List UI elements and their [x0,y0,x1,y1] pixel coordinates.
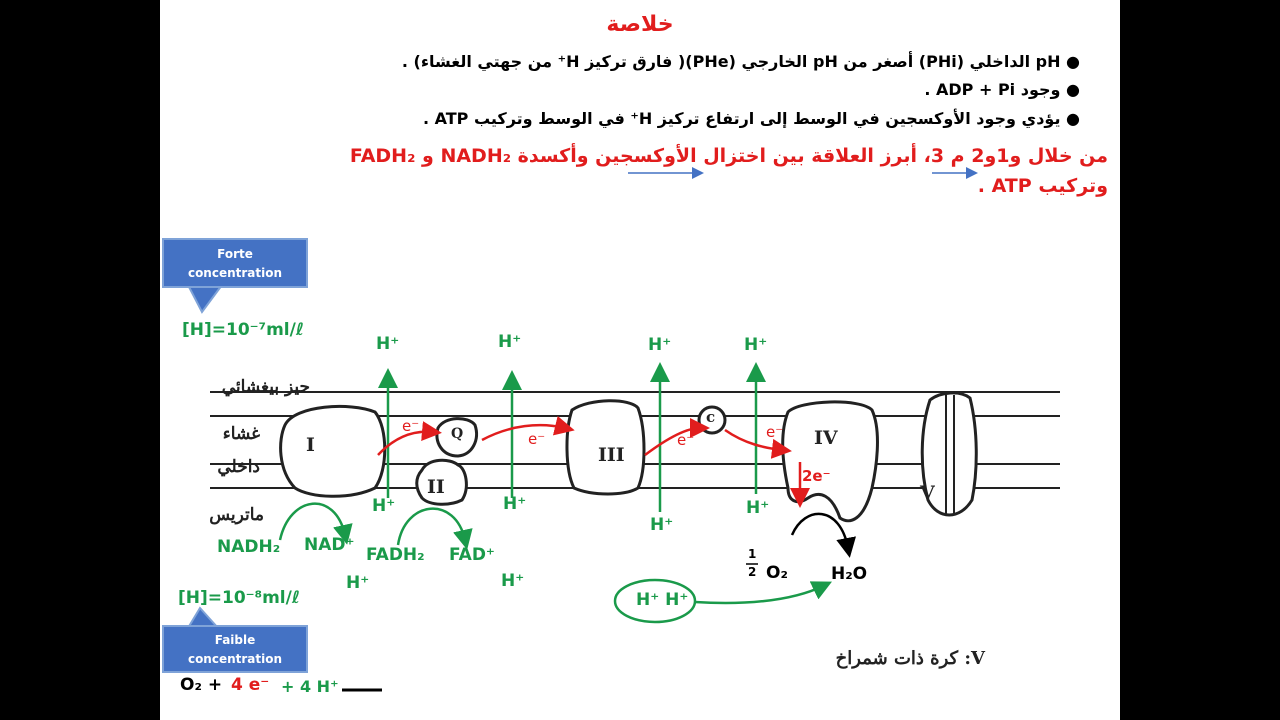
bullet-3: ● يؤدي وجود الأوكسجين في الوسط إلى ارتفا… [422,109,1080,128]
complex-5-caption: V: كرة ذات شمراخ [835,648,985,669]
strong-concentration-callout: Forte concentration [162,238,308,288]
complex-3-shape [565,399,646,496]
complex-5-shape [920,391,978,517]
complex-2-label: II [427,476,445,498]
h-plus-top-2: H⁺ [498,332,522,352]
h-plus-top-4: H⁺ [744,335,768,355]
oxygen-label: O₂ [766,563,788,583]
complex-4-shape [781,400,879,523]
electron-arrow-4 [724,428,792,459]
equation-four-protons: + 4 H⁺ [281,677,339,696]
low-concentration-label: [H]=10⁻⁸ml/ℓ [178,588,300,608]
complex-4-label: IV [814,427,838,449]
zone-matrix-label: ماتريس [209,505,264,525]
weak-callout-line-2: concentration [187,652,283,666]
ubiquinone-label: Q [451,426,464,442]
half-numerator: 1 [748,547,757,561]
h-plus-bottom-3: H⁺ [650,515,674,535]
bullet-2: ● وجود ADP + Pi . [924,80,1080,99]
complex-2-shape [415,458,468,506]
electron-label-1: e⁻ [402,417,420,435]
diagram-graphics [186,167,1060,692]
weak-concentration-callout: Faible concentration [162,625,308,673]
equation-o2: O₂ + [180,675,223,695]
h-plus-bottom-4: H⁺ [746,498,770,518]
strong-callout-line-1: Forte [217,247,253,261]
electron-label-3: e⁻ [677,431,695,449]
h-plus-top-1: H⁺ [376,334,400,354]
h-plus-top-3: H⁺ [648,335,672,355]
slide-title: خلاصة [606,12,674,37]
nadh-oxidation-arrow [278,502,353,545]
h-plus-bottom-2: H⁺ [503,494,527,514]
fad-plus-label: FAD⁺ [449,545,495,565]
electron-arrow-2 [481,415,575,442]
equation-four-electrons: 4 e⁻ [231,675,270,695]
strong-callout-tail [186,284,224,314]
cytochrome-c-label: c [706,408,716,426]
h-plus-matrix-1: H⁺ [346,573,370,593]
h-plus-matrix-2: H⁺ [501,571,525,591]
electron-label-2e: 2e⁻ [802,467,831,485]
strong-callout-line-2: concentration [187,266,283,280]
complex-5-label: V [920,482,935,504]
side-figure-ref: و 1 م 3 [1040,438,1101,457]
proton-to-water-arrow [694,581,833,605]
fadh-oxidation-arrow [396,507,473,550]
nad-plus-label: NAD⁺ [304,535,355,555]
h-plus-bottom-1: H⁺ [372,496,396,516]
zone-intermembrane-label: حيز بيغشائي [221,377,310,397]
question-line-2: وتركيب ATP . [977,175,1108,197]
ubiquinone-shape [435,417,478,458]
complex-1-label: I [306,434,315,456]
electron-label-4: e⁻ [766,423,784,441]
electron-arrow-1 [377,421,442,456]
nadh2-label: NADH₂ [217,537,281,557]
question-line-1: من خلال و1و2 م 3، أبرز العلاقة بين اختزا… [349,145,1108,167]
proton-pair-label: H⁺ H⁺ [636,590,689,610]
oxygen-reduction-arrow [790,512,856,558]
electron-arrow-3 [644,418,710,457]
complex-1-shape [279,404,387,498]
half-denominator: 2 [748,565,757,579]
weak-callout-line-1: Faible [214,633,256,647]
proton-pair-ellipse [613,578,697,624]
fadh2-label: FADH₂ [366,545,425,565]
zone-membrane-label-2: داخلي [217,457,260,477]
high-concentration-label: [H]=10⁻⁷ml/ℓ [182,320,304,340]
complex-3-label: III [598,444,625,466]
water-label: H₂O [831,564,868,584]
bullet-1: ● pH الداخلي (PHi) أصغر من pH الخارجي (P… [401,52,1080,71]
slide: خلاصة ● pH الداخلي (PHi) أصغر من pH الخا… [160,0,1120,720]
zone-membrane-label-1: غشاء [222,424,260,444]
electron-label-2: e⁻ [528,430,546,448]
